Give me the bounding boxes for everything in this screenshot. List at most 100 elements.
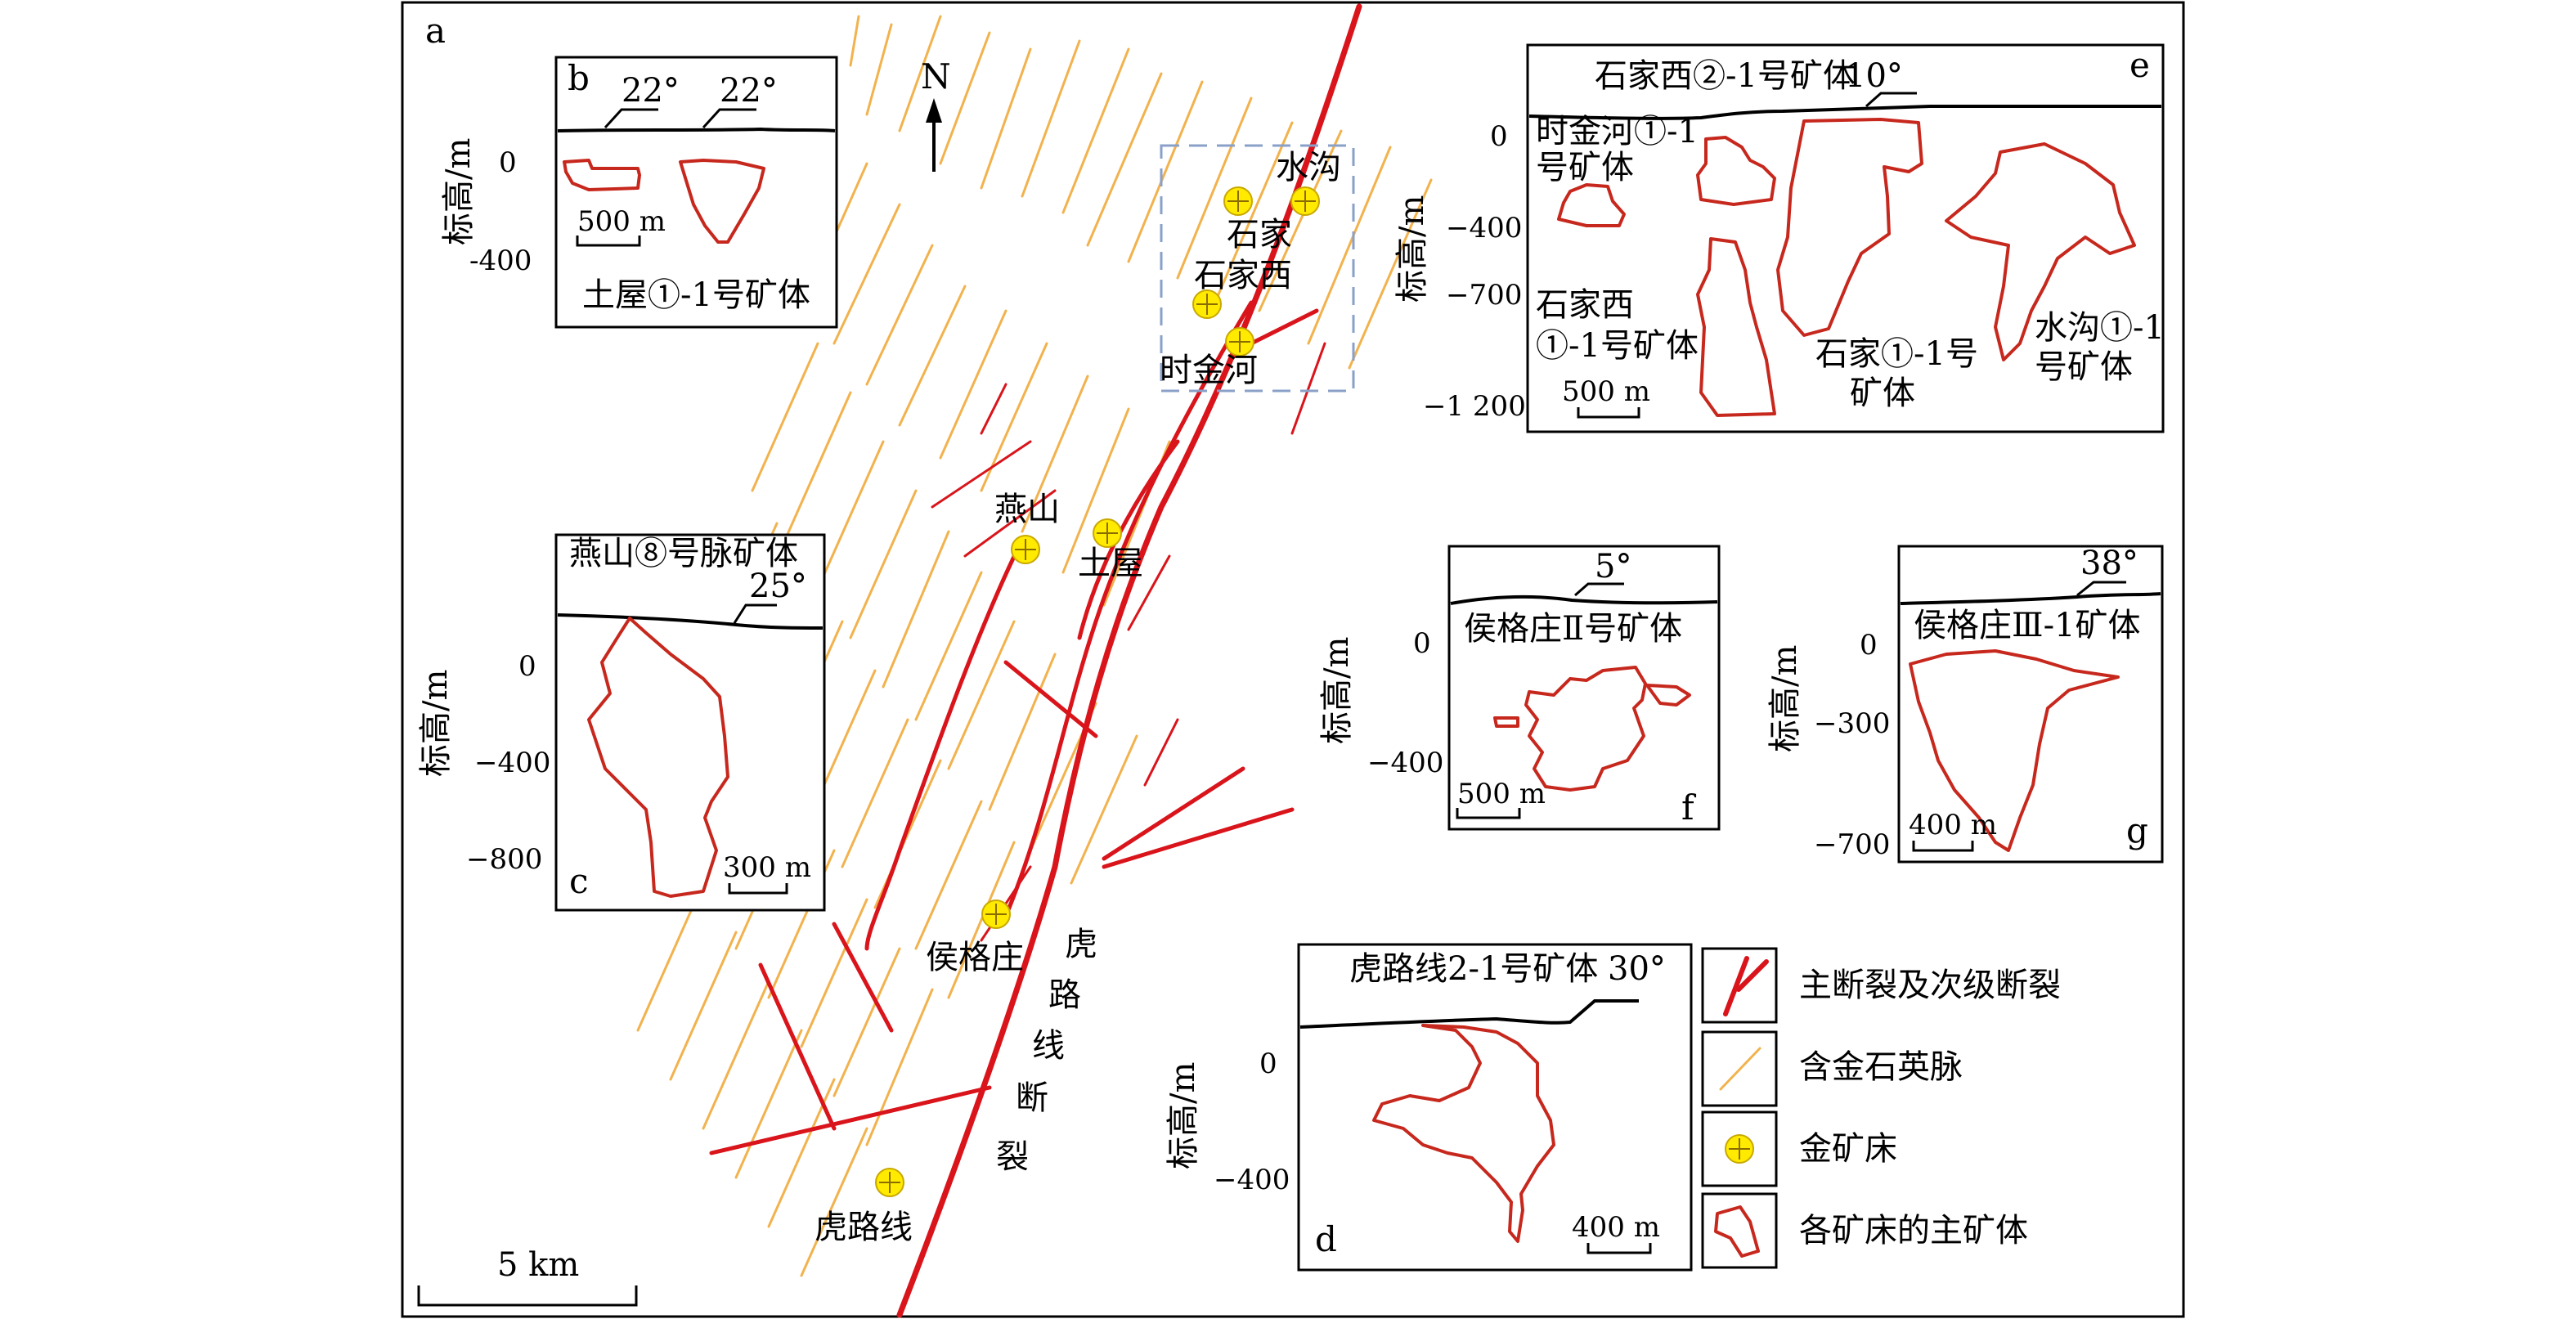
panel-e-body4-line1: 水沟①-1 [2035,309,2165,347]
panel-f-scale: 500 m [1457,778,1546,810]
panel-e-ylabel: 标高/m [1393,195,1431,303]
panel-g-ylabel: 标高/m [1766,645,1804,752]
panel-e-scale: 500 m [1562,375,1650,408]
panel-e-y2: −700 [1446,279,1522,312]
panel-g: 38° 侯格庄Ⅲ-1矿体 0 −300 −700 标高/m 400 m g [1766,545,2164,864]
label-yanshan: 燕山 [994,491,1060,528]
label-shijinhe: 时金河 [1160,352,1258,389]
panel-e-title: 石家西②-1号矿体 [1595,57,1856,95]
legend-vein-swatch [1701,1030,1778,1107]
legend-orebody-swatch [1701,1192,1778,1269]
panel-b: b 22° 22° 0 -400 标高/m 500 m 土屋①-1号矿体 [440,56,838,329]
fault-name: 虎 路 线 断 裂 [996,926,1097,1176]
panel-e-dip: 10° [1845,57,1903,95]
fault-char-2: 路 [1048,976,1081,1014]
detail-area-box [1160,144,1355,393]
panel-d: 虎路线2-1号矿体 30° 0 −400 标高/m 400 m d [1165,943,1693,1272]
panel-a-letter: a [425,11,446,51]
panel-g-y0: 0 [1860,629,1878,662]
deposit-hougezhuang [981,900,1011,929]
deposit-markers [875,186,1320,1197]
deposit-yanshan [1011,535,1040,564]
panel-g-y1: −300 [1814,707,1890,740]
north-arrow: N [921,56,951,172]
panel-c-dip: 25° [749,568,807,605]
panel-g-title: 侯格庄Ⅲ-1矿体 [1914,607,2141,644]
panel-e-body1-line1: 时金河①-1 [1536,113,1699,150]
deposit-tuwu [1093,518,1122,548]
panel-e-y0: 0 [1490,120,1508,153]
panel-c-scale: 300 m [723,851,811,884]
legend-deposit-label: 金矿床 [1799,1130,1897,1168]
panel-g-scale: 400 m [1909,809,1997,841]
legend-vein-label: 含金石英脉 [1799,1048,1963,1086]
fault-char-1: 虎 [1065,926,1097,963]
panel-e-body2-line2: ①-1号矿体 [1536,327,1699,365]
label-hulxian: 虎路线 [815,1209,913,1246]
main-scale-bar: 5 km [417,1246,638,1307]
panel-c-y2: −800 [466,843,542,876]
panel-e-y1: −400 [1446,212,1522,245]
fault-char-4: 断 [1016,1079,1048,1117]
deposit-hulxian [875,1168,904,1197]
panel-b-ylabel: 标高/m [440,138,478,245]
deposit-shijia [1223,186,1253,216]
panel-f: 5° 侯格庄Ⅱ号矿体 0 −400 标高/m 500 m f [1318,545,1721,831]
panel-d-letter: d [1315,1219,1337,1259]
panel-f-ylabel: 标高/m [1318,637,1356,744]
panel-f-title: 侯格庄Ⅱ号矿体 [1464,610,1682,648]
panel-b-letter: b [568,58,590,98]
panel-e: 石家西②-1号矿体 10° e 0 −400 −700 −1 200 标高/m … [1393,43,2165,433]
panel-f-letter: f [1681,787,1697,828]
panel-b-title: 土屋①-1号矿体 [582,276,810,314]
panel-e-body3-line2: 矿体 [1850,375,1915,412]
panel-b-scale: 500 m [577,205,666,238]
panel-c-y0: 0 [518,650,536,683]
label-shuigou: 水沟 [1276,149,1341,186]
panel-c-ylabel: 标高/m [417,670,455,777]
faults [709,3,1362,1318]
panel-d-ylabel: 标高/m [1165,1062,1202,1169]
panel-f-y0: 0 [1413,627,1431,660]
panel-d-scale: 400 m [1572,1211,1660,1244]
panel-f-y1: −400 [1367,747,1443,779]
panel-b-dip2: 22° [720,72,778,110]
main-scale-label: 5 km [497,1246,579,1284]
deposit-labels: 水沟 石家 石家西 时金河 燕山 土屋 侯格庄 虎路线 [815,149,1341,1246]
panel-g-letter: g [2126,810,2148,850]
deposit-shijiaxi [1192,289,1222,319]
panel-d-y1: −400 [1214,1164,1290,1196]
panel-c-letter: c [569,861,589,901]
north-label: N [921,56,951,96]
panel-e-body4-line2: 号矿体 [2035,348,2133,386]
label-hougezhuang: 侯格庄 [926,939,1024,976]
panel-d-y0: 0 [1259,1048,1277,1080]
panel-e-body1-line2: 号矿体 [1536,149,1634,186]
main-fault [896,3,1362,1318]
panel-f-dip: 5° [1595,548,1631,585]
panel-g-dip: 38° [2080,545,2138,582]
label-shijia: 石家 [1227,216,1292,253]
panel-e-letter: e [2129,45,2150,85]
fault-char-5: 裂 [996,1138,1029,1176]
panel-c: 燕山⑧号脉矿体 25° 0 −400 −800 标高/m 300 m c [417,533,826,912]
panel-b-y0: 0 [499,146,517,179]
panel-b-y1: -400 [469,245,532,277]
panel-d-dip: 30° [1608,950,1666,988]
panel-e-y3: −1 200 [1423,390,1526,423]
legend-orebody-label: 各矿床的主矿体 [1799,1212,2028,1249]
panel-b-dip1: 22° [622,72,680,110]
panel-c-title: 燕山⑧号脉矿体 [569,535,798,572]
panel-e-body3-line1: 石家①-1号 [1815,335,1978,373]
panel-d-title: 虎路线2-1号矿体 [1349,950,1598,988]
deposit-shijinhe [1225,327,1254,357]
legend: 主断裂及次级断裂 含金石英脉 金矿床 各矿床的主矿体 [1701,947,2061,1269]
legend-fault-label: 主断裂及次级断裂 [1799,967,2061,1004]
label-tuwu: 土屋 [1078,545,1143,582]
panel-c-y1: −400 [474,747,550,779]
panel-e-body2-line1: 石家西 [1536,286,1634,324]
panel-g-y2: −700 [1814,828,1890,861]
fault-char-3: 线 [1032,1027,1065,1065]
deposit-shuigou [1290,186,1320,216]
